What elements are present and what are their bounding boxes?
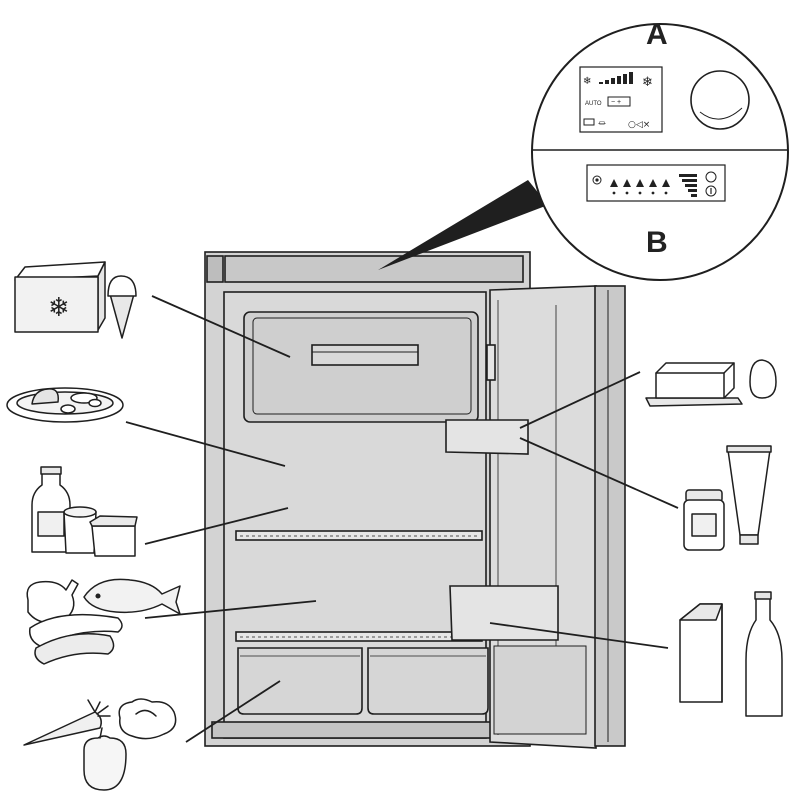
panel-b-label: B bbox=[646, 226, 668, 259]
vegetables-icon bbox=[23, 698, 177, 791]
panel-a-snowflake-left-icon: ❄ bbox=[583, 76, 591, 87]
control-panel-strip bbox=[224, 255, 524, 283]
temperature-knob[interactable] bbox=[690, 70, 750, 130]
panel-a-auto-text: AUTO bbox=[585, 101, 602, 107]
zoom-callout: ❄ ❄ AUTO − + ⏛ ○◁× bbox=[378, 23, 789, 281]
door-shelf-upper bbox=[445, 419, 529, 455]
panel-a-snowflake-right-icon: ❄ bbox=[642, 75, 653, 90]
dairy-products-icon bbox=[31, 466, 138, 557]
panel-a-battery-icon bbox=[583, 118, 595, 126]
freezer-handle bbox=[311, 344, 419, 366]
meat-fish-icon bbox=[26, 578, 181, 665]
carton-bottle-icon bbox=[679, 591, 783, 717]
freezer-compartment bbox=[243, 311, 479, 423]
panel-a-label: A bbox=[646, 18, 668, 51]
svg-text:− +: − + bbox=[611, 99, 621, 106]
fridge-cabinet bbox=[204, 251, 626, 749]
leader-lines bbox=[125, 295, 679, 743]
jar-tube-icon bbox=[683, 445, 772, 551]
ice-cream-cone-icon bbox=[107, 275, 137, 339]
panel-b-snowflake-button[interactable] bbox=[705, 171, 717, 183]
frozen-food-box-icon: ❄ bbox=[14, 261, 106, 333]
butter-dish-egg-icon bbox=[645, 359, 777, 407]
crisper-drawer-left bbox=[237, 647, 363, 715]
panel-a-reset-icon: ○◁× bbox=[628, 120, 650, 130]
door-shelf-lower bbox=[449, 585, 559, 641]
svg-text:❄: ❄ bbox=[48, 293, 70, 323]
glass-shelf-upper bbox=[235, 530, 483, 541]
crisper-drawer-right bbox=[367, 647, 489, 715]
control-panel-b bbox=[586, 164, 726, 202]
svg-text:⏛: ⏛ bbox=[598, 119, 606, 128]
plate-meal-icon bbox=[6, 387, 124, 423]
glass-shelf-lower bbox=[235, 631, 483, 642]
control-panel-a: ❄ ❄ AUTO − + ⏛ ○◁× bbox=[579, 66, 750, 133]
